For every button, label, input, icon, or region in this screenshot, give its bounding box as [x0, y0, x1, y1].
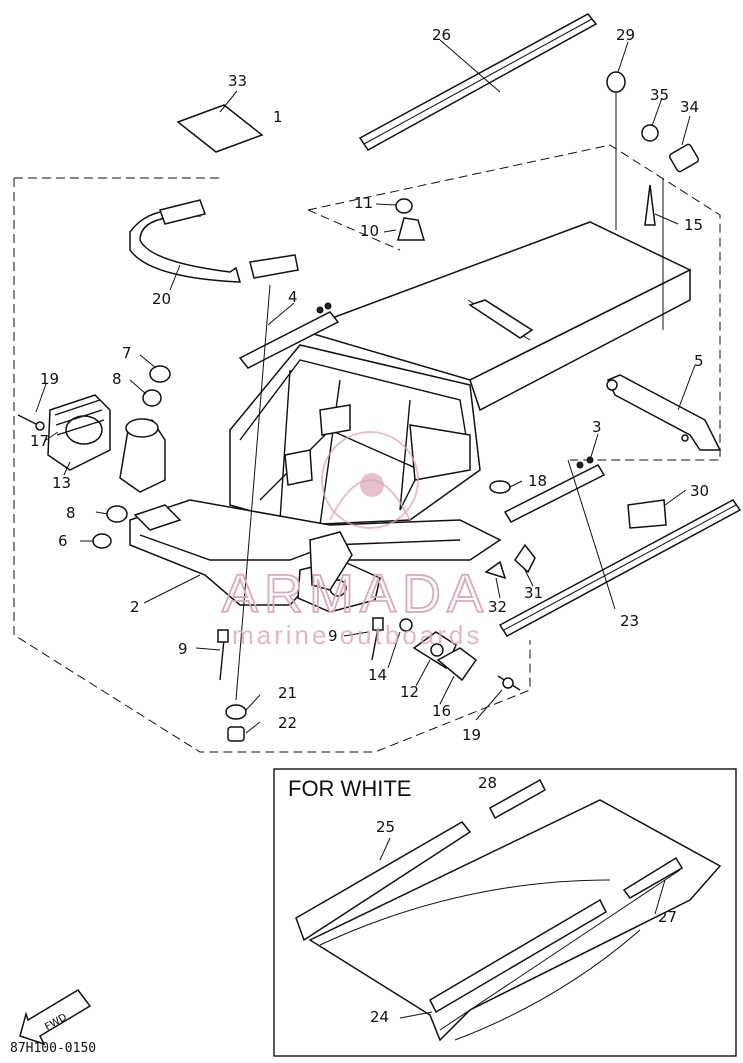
decal-24 [429, 898, 607, 1014]
trim-strip-23 [498, 499, 742, 637]
bracket-10 [397, 217, 426, 241]
callout-33: 33 [228, 72, 247, 90]
decal-28 [489, 778, 546, 820]
bracket-31 [514, 543, 536, 574]
pad-33 [176, 104, 264, 153]
drawing-code: 87H100-0150 [10, 1041, 96, 1056]
pin-15 [644, 184, 656, 226]
callout-17: 17 [30, 432, 49, 450]
bolt-19-bottom [497, 675, 521, 691]
cap-29 [606, 71, 626, 93]
leader-lines [35, 39, 696, 734]
callout-1: 1 [273, 108, 283, 126]
callout-34: 34 [680, 98, 699, 116]
callout-35: 35 [650, 86, 669, 104]
for-white-inset: FOR WHITE [273, 768, 737, 1057]
callout-18: 18 [528, 472, 547, 490]
callout-12: 12 [400, 683, 419, 701]
plate-16 [436, 647, 478, 682]
grommet-7 [149, 365, 171, 383]
grommet-8-upper [142, 389, 162, 407]
grab-handle-20 [129, 199, 299, 283]
callout-25: 25 [376, 818, 395, 836]
callout-8a: 8 [112, 370, 122, 388]
decal-25 [295, 821, 472, 942]
callout-4: 4 [288, 288, 298, 306]
callout-13: 13 [52, 474, 71, 492]
socket-34 [668, 143, 700, 173]
ring-14 [399, 618, 413, 632]
watermark-tagline: marine outboards [232, 620, 482, 650]
callout-7: 7 [122, 344, 132, 362]
hull-side-panel [308, 799, 722, 1042]
callout-14: 14 [368, 666, 387, 684]
callout-19b: 19 [462, 726, 481, 744]
callout-11: 11 [354, 194, 373, 212]
callout-31: 31 [524, 584, 543, 602]
housing-13 [47, 394, 111, 471]
plug-22 [227, 726, 245, 742]
callout-29: 29 [616, 26, 635, 44]
bracket-strip-3 [503, 456, 606, 523]
clip-35 [641, 124, 659, 142]
bolt-9-left [217, 629, 229, 681]
callout-19a: 19 [40, 370, 59, 388]
callout-32: 32 [488, 598, 507, 616]
watermark-brand: ARMADA [222, 564, 489, 624]
callout-15: 15 [684, 216, 703, 234]
callout-22: 22 [278, 714, 297, 732]
callout-16: 16 [432, 702, 451, 720]
grommet-6 [92, 533, 112, 549]
callout-23: 23 [620, 612, 639, 630]
callout-labels: 1 2 3 4 5 6 7 8 8 9 9 10 11 12 13 14 15 … [30, 26, 709, 1026]
watermark: ARMADA marine outboards [221, 431, 489, 650]
callout-30: 30 [690, 482, 709, 500]
callout-10: 10 [360, 222, 379, 240]
inset-title: FOR WHITE [288, 776, 411, 801]
hull-deck [297, 221, 692, 412]
grommet-21 [225, 704, 247, 720]
callout-20: 20 [152, 290, 171, 308]
clip-32 [484, 560, 507, 580]
callout-3: 3 [592, 418, 602, 436]
bolt-9-center [371, 617, 384, 661]
callout-2: 2 [130, 598, 140, 616]
pad-30 [627, 499, 667, 529]
trim-strip-26 [358, 13, 598, 151]
washer-18 [489, 480, 511, 494]
fwd-arrow-icon: FWD [19, 989, 92, 1046]
callout-5: 5 [694, 352, 704, 370]
bolt-19-top [17, 414, 45, 431]
callout-24: 24 [370, 1008, 389, 1026]
callout-21: 21 [278, 684, 297, 702]
callout-26: 26 [432, 26, 451, 44]
decal-27 [622, 856, 684, 899]
callout-8b: 8 [66, 504, 76, 522]
callout-6: 6 [58, 532, 68, 550]
nut-11 [395, 198, 413, 214]
assembly-outline [13, 144, 721, 753]
callout-9b: 9 [328, 627, 338, 645]
fitting-assembly [119, 418, 353, 591]
callout-9a: 9 [178, 640, 188, 658]
bracket-5 [606, 374, 722, 451]
grommet-8-lower [106, 505, 128, 523]
callout-28: 28 [478, 774, 497, 792]
